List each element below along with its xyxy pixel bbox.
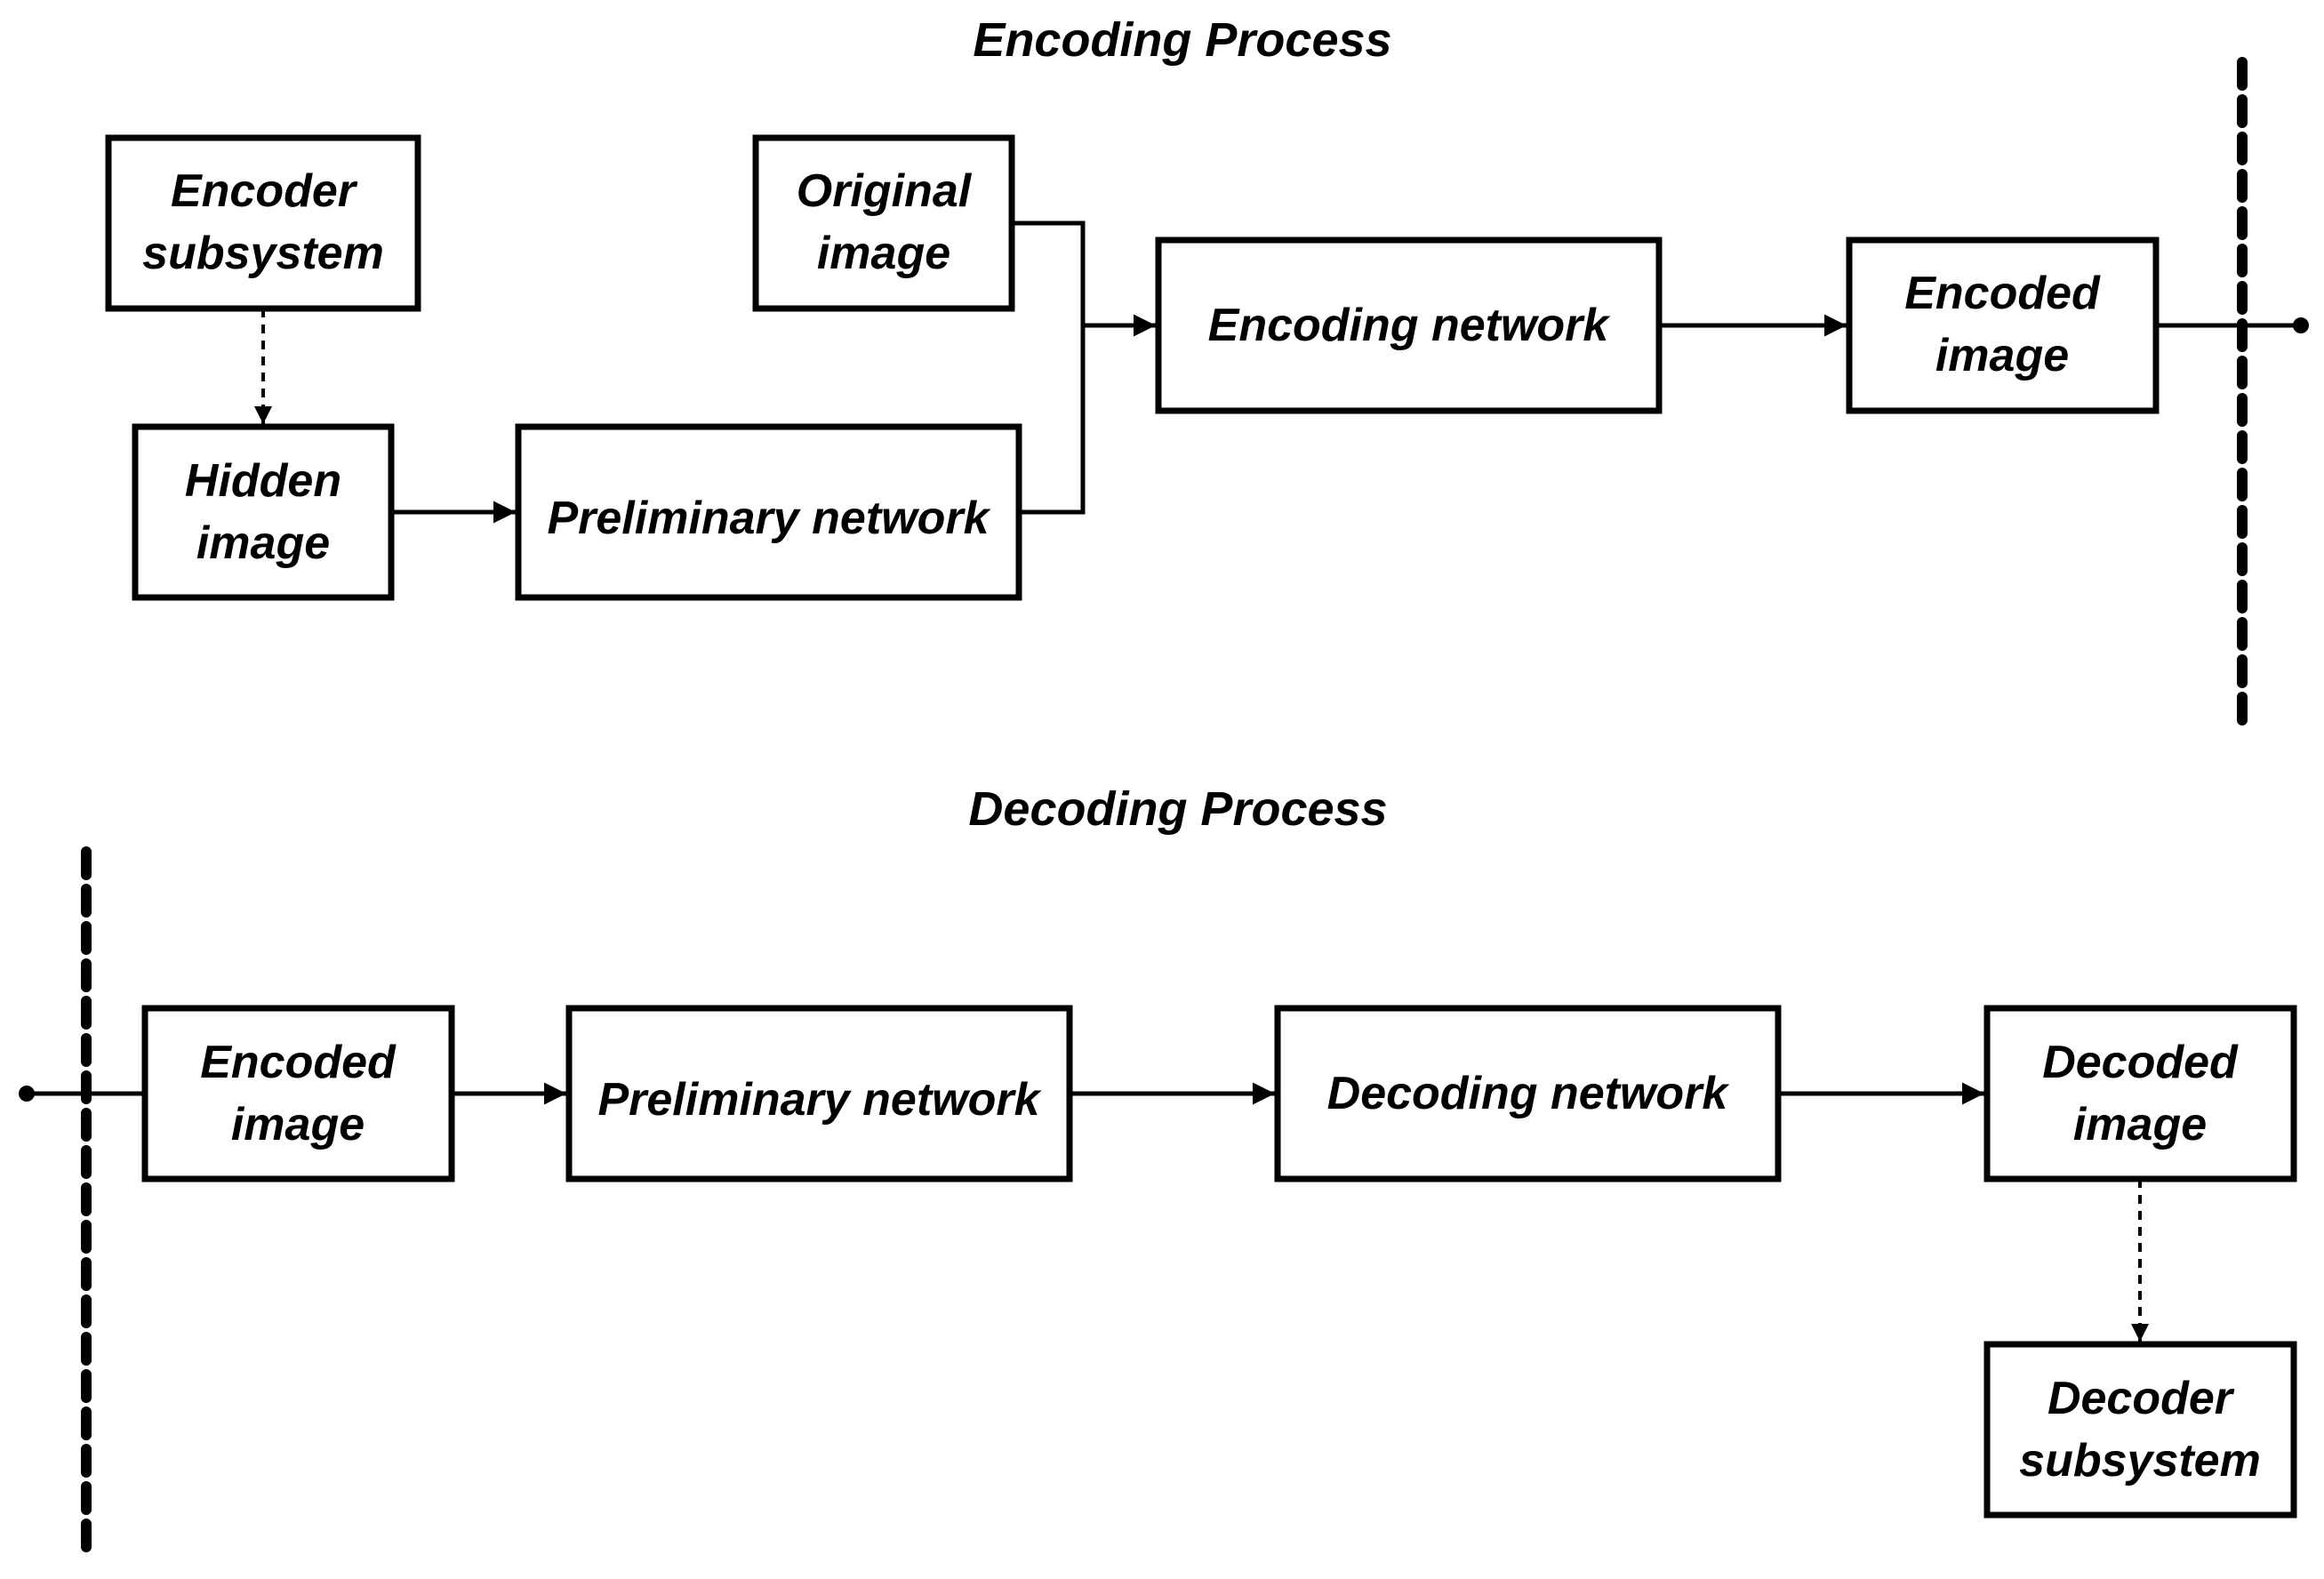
encoder-subsystem-label-line2: subsystem — [142, 228, 384, 279]
original-image-connector — [1012, 220, 1086, 325]
decoding-input-endpoint — [19, 1086, 35, 1102]
encoding-process-title: Encoding Process — [973, 13, 1391, 67]
encoding-network-label: Encoding network — [1208, 300, 1612, 351]
decoder-subsystem-label-line2: subsystem — [2019, 1435, 2261, 1487]
decoding-network-label: Decoding network — [1327, 1068, 1731, 1119]
decoding-preliminary-network-box: Preliminary network — [565, 1005, 1073, 1182]
encoder-subsystem-box: Encoder subsystem — [105, 134, 421, 312]
decoding-network-box: Decoding network — [1274, 1005, 1782, 1182]
decoding-encoded-image-label-line1: Encoded — [200, 1037, 397, 1088]
decoding-encoded-image-label-line2: image — [231, 1099, 365, 1150]
decoded-image-label-line2: image — [2073, 1099, 2207, 1150]
original-image-box: Original image — [752, 134, 1015, 312]
decoded-image-label-line1: Decoded — [2042, 1037, 2239, 1088]
encoding-preliminary-network-label: Preliminary network — [547, 493, 991, 544]
original-image-label-line2: image — [817, 228, 950, 279]
encoding-encoded-image-box: Encoded image — [1846, 236, 2160, 414]
decoding-encoded-image-box: Encoded image — [141, 1005, 455, 1182]
encoding-encoded-image-label-line2: image — [1935, 330, 2069, 381]
hidden-image-box: Hidden image — [132, 423, 395, 601]
original-image-label-line1: Original — [797, 165, 973, 217]
decoding-process-title: Decoding Process — [968, 782, 1387, 836]
decoded-image-box: Decoded image — [1983, 1005, 2297, 1182]
hidden-image-label-line1: Hidden — [185, 455, 341, 507]
decoding-preliminary-network-label: Preliminary network — [597, 1074, 1042, 1126]
hidden-image-label-line2: image — [196, 517, 330, 569]
encoding-output-endpoint — [2293, 317, 2309, 333]
decoder-subsystem-label-line1: Decoder — [2048, 1373, 2235, 1424]
decoder-subsystem-box: Decoder subsystem — [1983, 1341, 2297, 1519]
encoding-preliminary-network-box: Preliminary network — [515, 423, 1022, 601]
encoder-subsystem-label-line1: Encoder — [171, 165, 358, 217]
preliminary-to-merge-connector — [1019, 325, 1086, 515]
encoding-network-box: Encoding network — [1155, 236, 1663, 414]
encoding-encoded-image-label-line1: Encoded — [1904, 268, 2101, 319]
